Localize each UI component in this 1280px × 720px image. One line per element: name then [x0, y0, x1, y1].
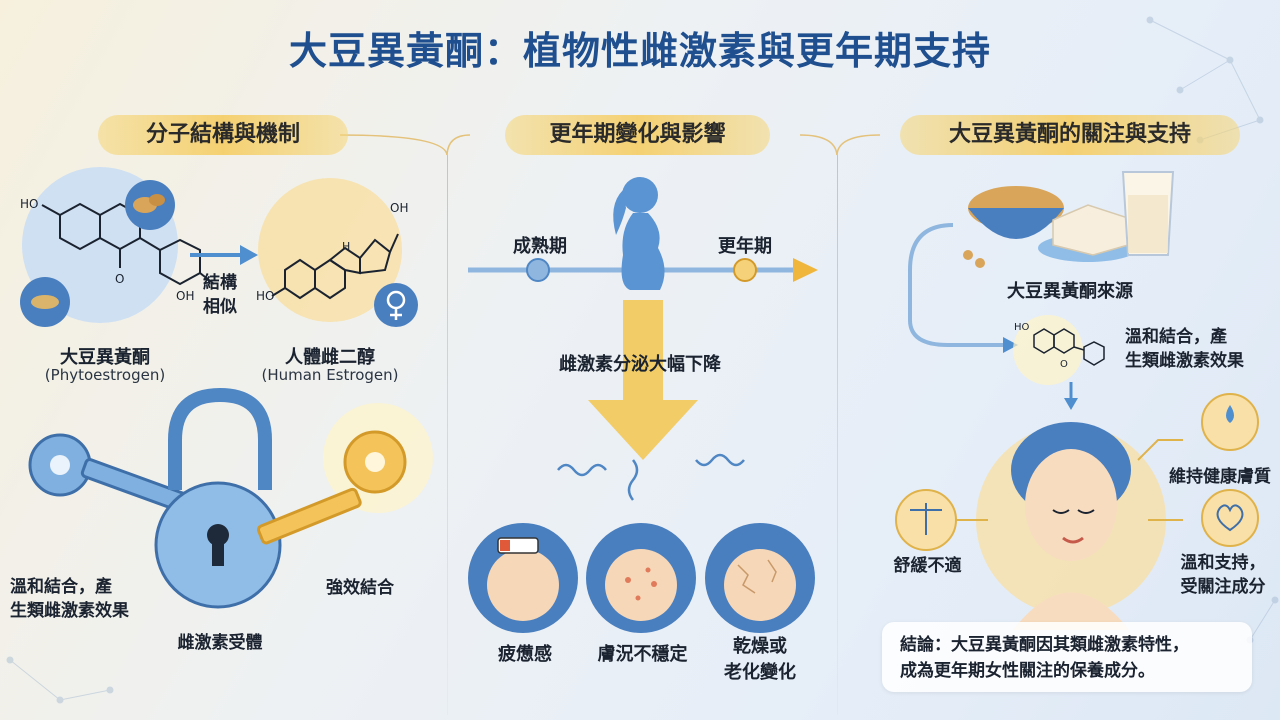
divider-right — [837, 155, 838, 715]
isoflavone-small-structure-icon — [1033, 328, 1105, 366]
weak-binding-label-2: 生類雌激素效果 — [10, 601, 129, 621]
menopause-stage-label: 更年期 — [718, 236, 772, 257]
label-oh: OH — [176, 289, 194, 303]
estradiol-en-label: (Human Estrogen) — [261, 366, 399, 384]
soy-source-label: 大豆異黃酮來源 — [1007, 281, 1133, 302]
conclusion-text: 結論：大豆異黃酮因其類雌激素特性， 成為更年期女性關注的保養成分。 — [900, 632, 1245, 684]
section-divider-lines — [339, 134, 881, 156]
estradiol-label: 人體雌二醇 — [285, 347, 375, 368]
label-est-oh: OH — [390, 201, 408, 215]
woman-face-icon — [1011, 422, 1131, 630]
weak-binding-label-1: 溫和結合，產 — [10, 577, 112, 597]
conclusion-line-2: 成為更年期女性關注的保養成分。 — [900, 661, 1155, 681]
receptor-label: 雌激素受體 — [177, 633, 263, 653]
relief-label: 舒緩不適 — [893, 556, 962, 576]
heart-leaf-icon — [1201, 489, 1259, 547]
support-label-2: 受關注成分 — [1180, 577, 1266, 597]
right-weak-binding-label-1: 溫和結合，產 — [1125, 327, 1227, 347]
estradiol-bubble — [258, 178, 402, 322]
label-est-h: H — [342, 240, 350, 253]
tofu-icon — [1038, 204, 1138, 262]
label-ho: HO — [20, 197, 38, 211]
squiggle-right — [695, 453, 745, 467]
section-pill-menopause: 更年期變化與影響 — [505, 115, 770, 155]
woman-silhouette-icon — [613, 177, 665, 290]
timeline-arrowhead — [793, 258, 818, 282]
similar-label-1: 結構 — [203, 273, 237, 293]
flow-arrow — [908, 223, 1003, 347]
skin-unstable-label: 膚況不穩定 — [597, 644, 688, 665]
dry-aging-label-1: 乾燥或 — [733, 636, 787, 657]
female-symbol-icon — [374, 283, 418, 327]
mature-stage-label: 成熟期 — [513, 236, 567, 257]
label-o: O — [115, 272, 124, 286]
right-panel-graphics: HO O — [895, 171, 1259, 630]
right-weak-binding-label-2: 生類雌激素效果 — [1125, 351, 1244, 371]
gold-key-icon — [256, 403, 433, 545]
section-pill-support: 大豆異黃酮的關注與支持 — [900, 115, 1240, 155]
menopause-marker — [733, 258, 757, 282]
label-r-ho: HO — [1014, 322, 1030, 333]
section-pill-structure: 分子結構與機制 — [98, 115, 348, 155]
similar-label-2: 相似 — [203, 297, 237, 317]
dry-aging-label-2: 老化變化 — [724, 662, 796, 683]
mature-marker — [526, 258, 550, 282]
conclusion-box — [882, 622, 1252, 692]
conclusion-line-1: 結論：大豆異黃酮因其類雌激素特性， — [900, 635, 1189, 655]
page-title: 大豆異黃酮：植物性雌激素與更年期支持 — [288, 29, 991, 73]
squiggle-left — [557, 463, 607, 477]
strong-binding-label: 強效結合 — [326, 578, 394, 598]
isoflavone-label: 大豆異黃酮 — [60, 347, 150, 368]
divider-left — [447, 155, 448, 715]
estradiol-structure-icon — [271, 233, 399, 300]
lock-icon — [154, 387, 282, 609]
isoflavone-structure-icon — [41, 202, 215, 286]
middle-panel-graphics — [468, 177, 818, 633]
blue-key-icon — [28, 433, 192, 514]
skin-health-label: 維持健康膚質 — [1169, 467, 1271, 487]
support-label-1: 溫和支持， — [1180, 553, 1266, 573]
fatigue-label: 疲憊感 — [498, 644, 552, 665]
label-est-ho: HO — [256, 289, 274, 303]
isoflavone-en-label: (Phytoestrogen) — [44, 366, 166, 384]
soybean-bowl-icon — [968, 186, 1064, 239]
soy-milk-glass-icon — [1121, 171, 1175, 256]
label-r-o: O — [1060, 359, 1068, 370]
decline-arrow — [588, 300, 698, 460]
left-panel-graphics: HO O OH OH HO H — [20, 167, 433, 609]
estrogen-decline-label: 雌激素分泌大幅下降 — [559, 354, 721, 375]
squiggle-mid — [627, 459, 639, 501]
